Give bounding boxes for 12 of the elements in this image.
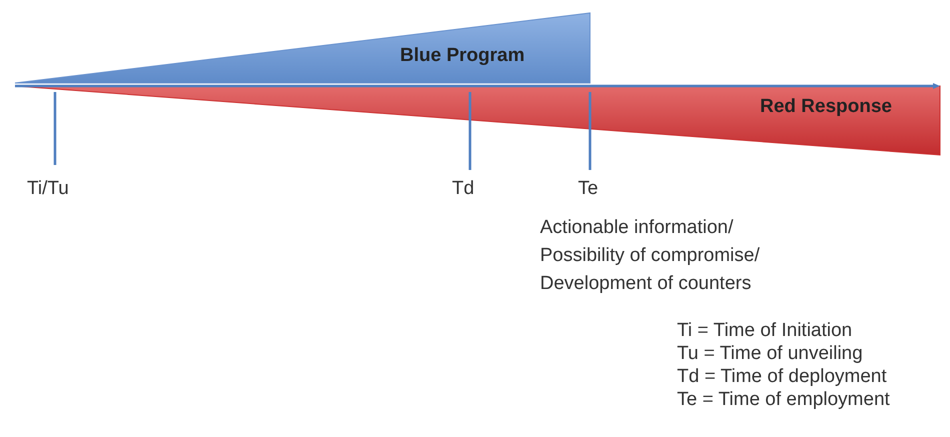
tick-label: Te	[578, 178, 598, 200]
wedge-shape	[15, 13, 590, 83]
definition-text: Ti = Time of Initiation	[677, 320, 852, 342]
wedge-label: Blue Program	[400, 45, 525, 67]
definition-text: Td = Time of deployment	[677, 366, 887, 388]
tick-label: Td	[452, 178, 474, 200]
wedge-shape	[15, 86, 940, 155]
definition-text: Te = Time of employment	[677, 389, 890, 411]
tick-label: Ti/Tu	[27, 178, 69, 200]
wedge-label: Red Response	[760, 96, 892, 118]
note-text: Actionable information/ Possibility of compromise/ Development of counters	[540, 216, 761, 296]
definition-text: Tu = Time of unveiling	[677, 343, 863, 365]
